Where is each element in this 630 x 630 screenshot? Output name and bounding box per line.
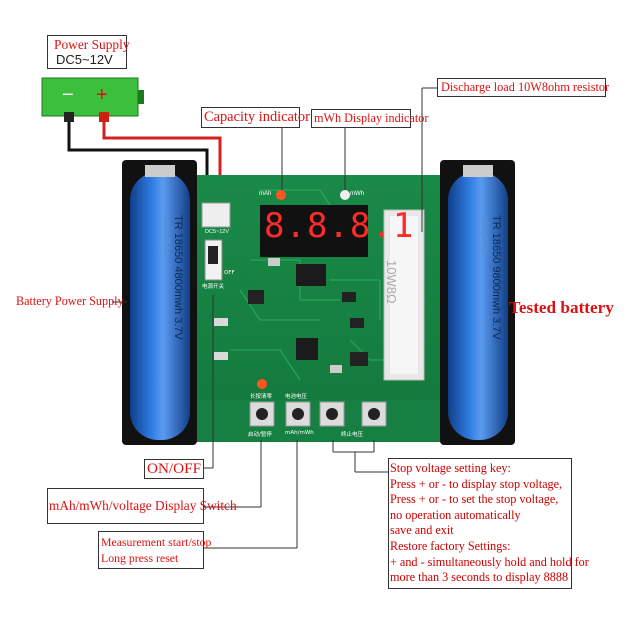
silk-stop-voltage: 终止电压: [341, 432, 364, 438]
tested-battery-label: Tested battery: [509, 298, 614, 317]
push-buttons: [249, 401, 387, 427]
silk-mah-mwh: mAh/mWh: [285, 430, 314, 436]
instruction-panel: Stop voltage setting key: Press + or - t…: [388, 458, 589, 589]
power-supply-voltage: DC5~12V: [56, 52, 113, 67]
plus-sign: +: [96, 84, 108, 106]
capacity-indicator-box: Capacity indicator: [201, 107, 310, 128]
instruction-line: Stop voltage setting key:: [390, 461, 511, 475]
silk-start-pause: 启动/暂停: [248, 432, 272, 438]
mwh-indicator-box: mWh Display indicator: [311, 109, 428, 128]
silk-power-switch: 电源开关: [202, 284, 225, 290]
instruction-line: + and - simultaneously hold and hold for: [390, 554, 589, 569]
capacity-indicator-label: Capacity indicator: [204, 109, 310, 125]
display-switch-box: mAh/mWh/voltage Display Switch: [47, 488, 237, 524]
instruction-line: more than 3 seconds to display 8888: [390, 570, 569, 585]
minus-sign: −: [62, 84, 74, 106]
power-supply-title: Power Supply: [54, 37, 130, 52]
left-battery-text: TR 18650 4800mwh 3.7V: [172, 215, 184, 340]
seven-segment-display: [260, 205, 368, 257]
discharge-load-box: Discharge load 10W8ohm resistor: [437, 78, 610, 97]
left-battery-brand: UltraFire: [160, 215, 171, 254]
measurement-line1: Measurement start/stop: [101, 535, 212, 549]
instruction-line: Restore factory Settings:: [390, 538, 511, 553]
mwh-indicator-label: mWh Display indicator: [314, 111, 429, 125]
on-off-label: ON/OFF: [147, 460, 202, 477]
right-battery-brand: UltraFire: [478, 215, 489, 254]
silk-long-press-reset: 长按清零: [250, 394, 273, 400]
instruction-lines: Stop voltage setting key: Press + or - t…: [390, 461, 589, 586]
battery-power-supply-label: Battery Power Supply: [16, 294, 124, 308]
power-supply-body: [41, 77, 139, 117]
right-battery: [448, 172, 508, 440]
instruction-line: Press + or - to display stop voltage,: [390, 476, 563, 491]
led-mah-label: mAh: [259, 191, 272, 197]
instruction-line: Press + or - to set the stop voltage,: [390, 492, 559, 507]
led-mwh-label: mWh: [350, 191, 364, 197]
discharge-load-label: Discharge load 10W8ohm resistor: [441, 80, 610, 94]
capacity-led: [276, 190, 286, 200]
dc-label: DC5~12V: [205, 229, 230, 235]
silk-battery-voltage: 电池电压: [285, 394, 308, 400]
on-off-box: ON/OFF: [144, 459, 204, 479]
instruction-line: no operation automatically: [390, 507, 521, 522]
measurement-box: Measurement start/stop Long press reset: [98, 531, 211, 569]
display-switch-label: mAh/mWh/voltage Display Switch: [49, 498, 237, 513]
silk-off: OFF: [224, 270, 235, 276]
power-supply-label-box: Power Supply DC5~12V: [47, 35, 130, 69]
left-battery: [130, 172, 190, 440]
resistor-marking: 10W8Ω: [384, 260, 399, 304]
right-battery-text: TR 18650 9800mwh 3.7V: [490, 215, 502, 340]
mwh-led: [340, 190, 350, 200]
red-wire: [102, 117, 222, 203]
measurement-line2: Long press reset: [101, 551, 179, 565]
instruction-line: save and exit: [390, 523, 454, 538]
display-readout: 8.8.8.1: [264, 206, 415, 246]
